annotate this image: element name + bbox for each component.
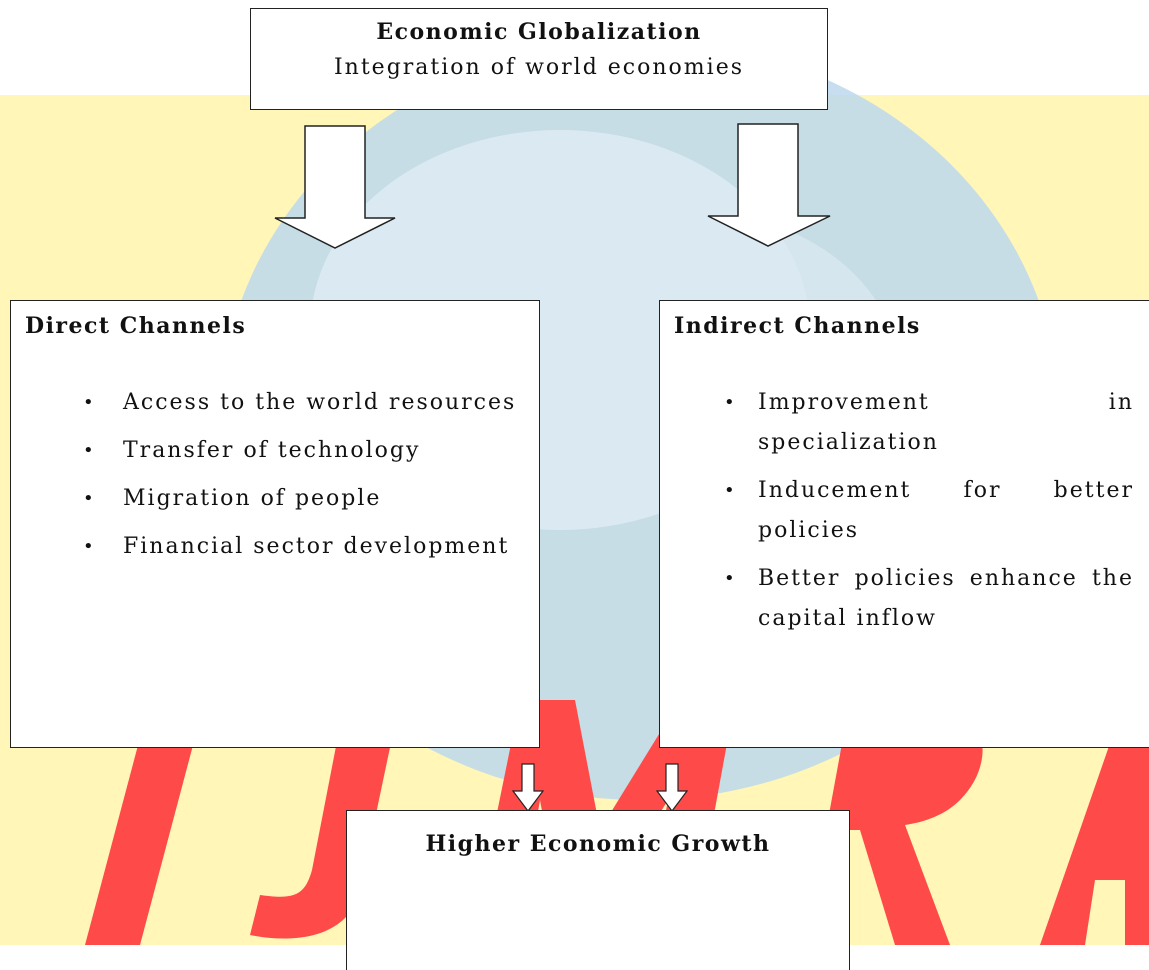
indirect-channels-list: • Improvement in specialization • Induceme… xyxy=(674,383,1134,639)
globalization-subtitle: Integration of world economies xyxy=(333,55,744,80)
direct-item-text: Access to the world resources xyxy=(123,390,517,415)
watermark-letter-a xyxy=(1040,700,1149,945)
watermark-letter-i xyxy=(85,700,205,945)
indirect-item-text: Improvement in specialization xyxy=(758,390,1134,455)
down-arrow-left xyxy=(274,125,396,249)
bullet-icon: • xyxy=(724,480,737,501)
direct-channels-list: • Access to the world resources • Transfer… xyxy=(25,383,537,567)
small-arrow-left xyxy=(512,763,544,812)
watermark-letter-r xyxy=(805,700,983,945)
indirect-item-text: Inducement for better policies xyxy=(758,478,1134,543)
direct-channels-box: Direct Channels • Access to the world res… xyxy=(10,300,540,748)
indirect-item: • Better policies enhance the capital inf… xyxy=(674,559,1134,639)
economic-globalization-box: Economic Globalization Integration of wo… xyxy=(250,8,828,110)
bullet-icon: • xyxy=(724,568,737,589)
direct-item-text: Migration of people xyxy=(123,486,382,511)
watermark-letter-j xyxy=(250,700,400,939)
growth-title: Higher Economic Growth xyxy=(425,831,771,857)
indirect-item-text: Better policies enhance the capital infl… xyxy=(758,566,1134,631)
bullet-icon: • xyxy=(83,392,96,413)
direct-item: • Migration of people xyxy=(25,479,537,519)
globalization-title: Economic Globalization xyxy=(376,19,702,45)
down-arrow-right xyxy=(707,123,831,247)
higher-economic-growth-box: Higher Economic Growth xyxy=(346,810,850,970)
indirect-item: • Improvement in specialization xyxy=(674,383,1134,463)
indirect-channels-box: Indirect Channels • Improvement in specia… xyxy=(659,300,1149,748)
direct-item: • Access to the world resources xyxy=(25,383,537,423)
bullet-icon: • xyxy=(83,488,96,509)
direct-channels-title: Direct Channels xyxy=(25,313,247,339)
bullet-icon: • xyxy=(724,392,737,413)
bullet-icon: • xyxy=(83,536,96,557)
direct-item-text: Transfer of technology xyxy=(123,438,421,463)
direct-item: • Financial sector development xyxy=(25,527,537,567)
bullet-icon: • xyxy=(83,440,96,461)
indirect-item: • Inducement for better policies xyxy=(674,471,1134,551)
watermark-letters xyxy=(85,700,1149,945)
indirect-channels-title: Indirect Channels xyxy=(674,313,921,339)
direct-item-text: Financial sector development xyxy=(123,534,510,559)
small-arrow-right xyxy=(656,763,688,812)
direct-item: • Transfer of technology xyxy=(25,431,537,471)
